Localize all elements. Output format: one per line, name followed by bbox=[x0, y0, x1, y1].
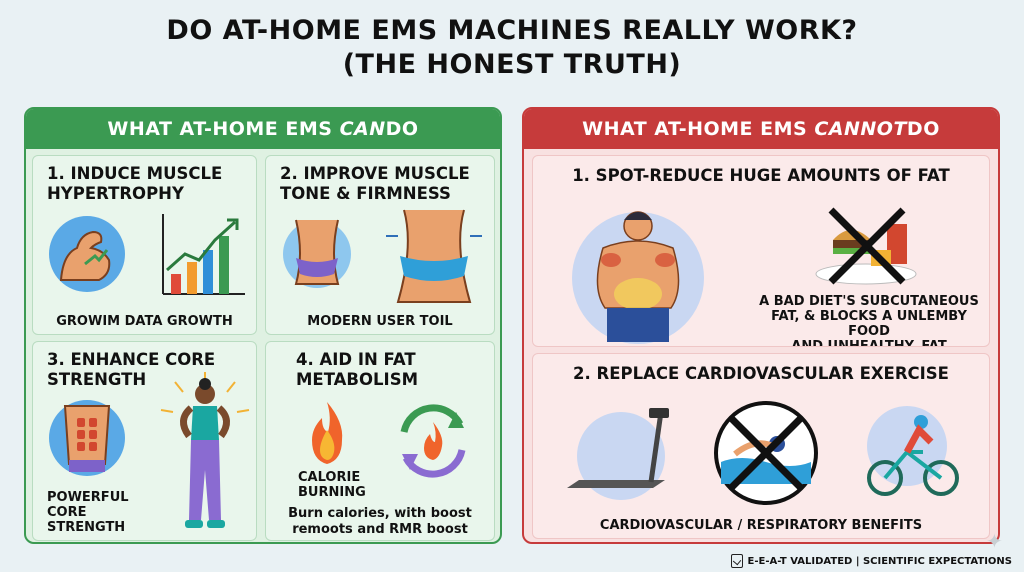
cannot-head-pre: WHAT AT-HOME EMS bbox=[582, 118, 808, 140]
recycle-flame-icon bbox=[400, 404, 466, 478]
toned-hips-icon bbox=[386, 209, 482, 303]
cell-caption: CARDIOVASCULAR / RESPIRATORY BENEFITS bbox=[599, 518, 923, 533]
junk-food-crossed-icon bbox=[815, 207, 917, 285]
page-title-line2: (THE HONEST TRUTH) bbox=[342, 49, 682, 80]
footer-text: E-E-A-T VALIDATED | SCIENTIFIC EXPECTATI… bbox=[747, 555, 1012, 567]
can-head-post: DO bbox=[385, 118, 419, 140]
growth-chart-icon bbox=[162, 214, 245, 295]
cell-caption: GROWIM DATA GROWTH bbox=[56, 314, 233, 329]
abs-torso-icon bbox=[49, 400, 125, 476]
treadmill-icon bbox=[567, 408, 669, 500]
cannot-head-em: CANNOT bbox=[814, 118, 907, 140]
cell-caption: MODERN USER TOIL bbox=[307, 314, 453, 329]
footer: E-E-A-T VALIDATED | SCIENTIFIC EXPECTATI… bbox=[730, 554, 1012, 568]
cannot-do-header: WHAT AT-HOME EMS CANNOT DO bbox=[524, 109, 998, 149]
cell-title: 1. SPOT-REDUCE HUGE AMOUNTS OF FAT bbox=[572, 166, 950, 185]
cannot-cell-cardio: 2. REPLACE CARDIOVASCULAR EXERCISE CARDI… bbox=[532, 353, 990, 539]
flexed-arm-icon bbox=[49, 216, 125, 292]
page-title-line1: DO AT-HOME EMS MACHINES REALLY WORK? bbox=[166, 15, 858, 46]
can-head-pre: WHAT AT-HOME EMS bbox=[107, 118, 333, 140]
can-head-em: CAN bbox=[339, 118, 386, 140]
flame-icon bbox=[312, 402, 343, 464]
clipboard-check-icon bbox=[730, 554, 743, 568]
can-do-header: WHAT AT-HOME EMS CAN DO bbox=[26, 109, 500, 149]
strong-woman-icon bbox=[160, 372, 250, 528]
page-title: DO AT-HOME EMS MACHINES REALLY WORK? (TH… bbox=[0, 14, 1024, 82]
toned-waist-icon bbox=[283, 219, 351, 288]
cell-title: 2. REPLACE CARDIOVASCULAR EXERCISE bbox=[573, 364, 949, 383]
cannot-do-panel: WHAT AT-HOME EMS CANNOT DO 1. SPOT-REDUC… bbox=[522, 107, 1000, 544]
sparkle-icon: ✦ bbox=[986, 529, 1003, 553]
overweight-man-icon bbox=[572, 211, 704, 344]
cannot-head-post: DO bbox=[906, 118, 940, 140]
can-do-panel: WHAT AT-HOME EMS CAN DO 1. INDUCE MUSCLE… bbox=[24, 107, 502, 544]
swimmer-crossed-icon bbox=[714, 401, 818, 505]
cyclist-icon bbox=[867, 406, 959, 496]
cannot-cell-spot-reduce: 1. SPOT-REDUCE HUGE AMOUNTS OF FAT A BAD… bbox=[532, 155, 990, 347]
